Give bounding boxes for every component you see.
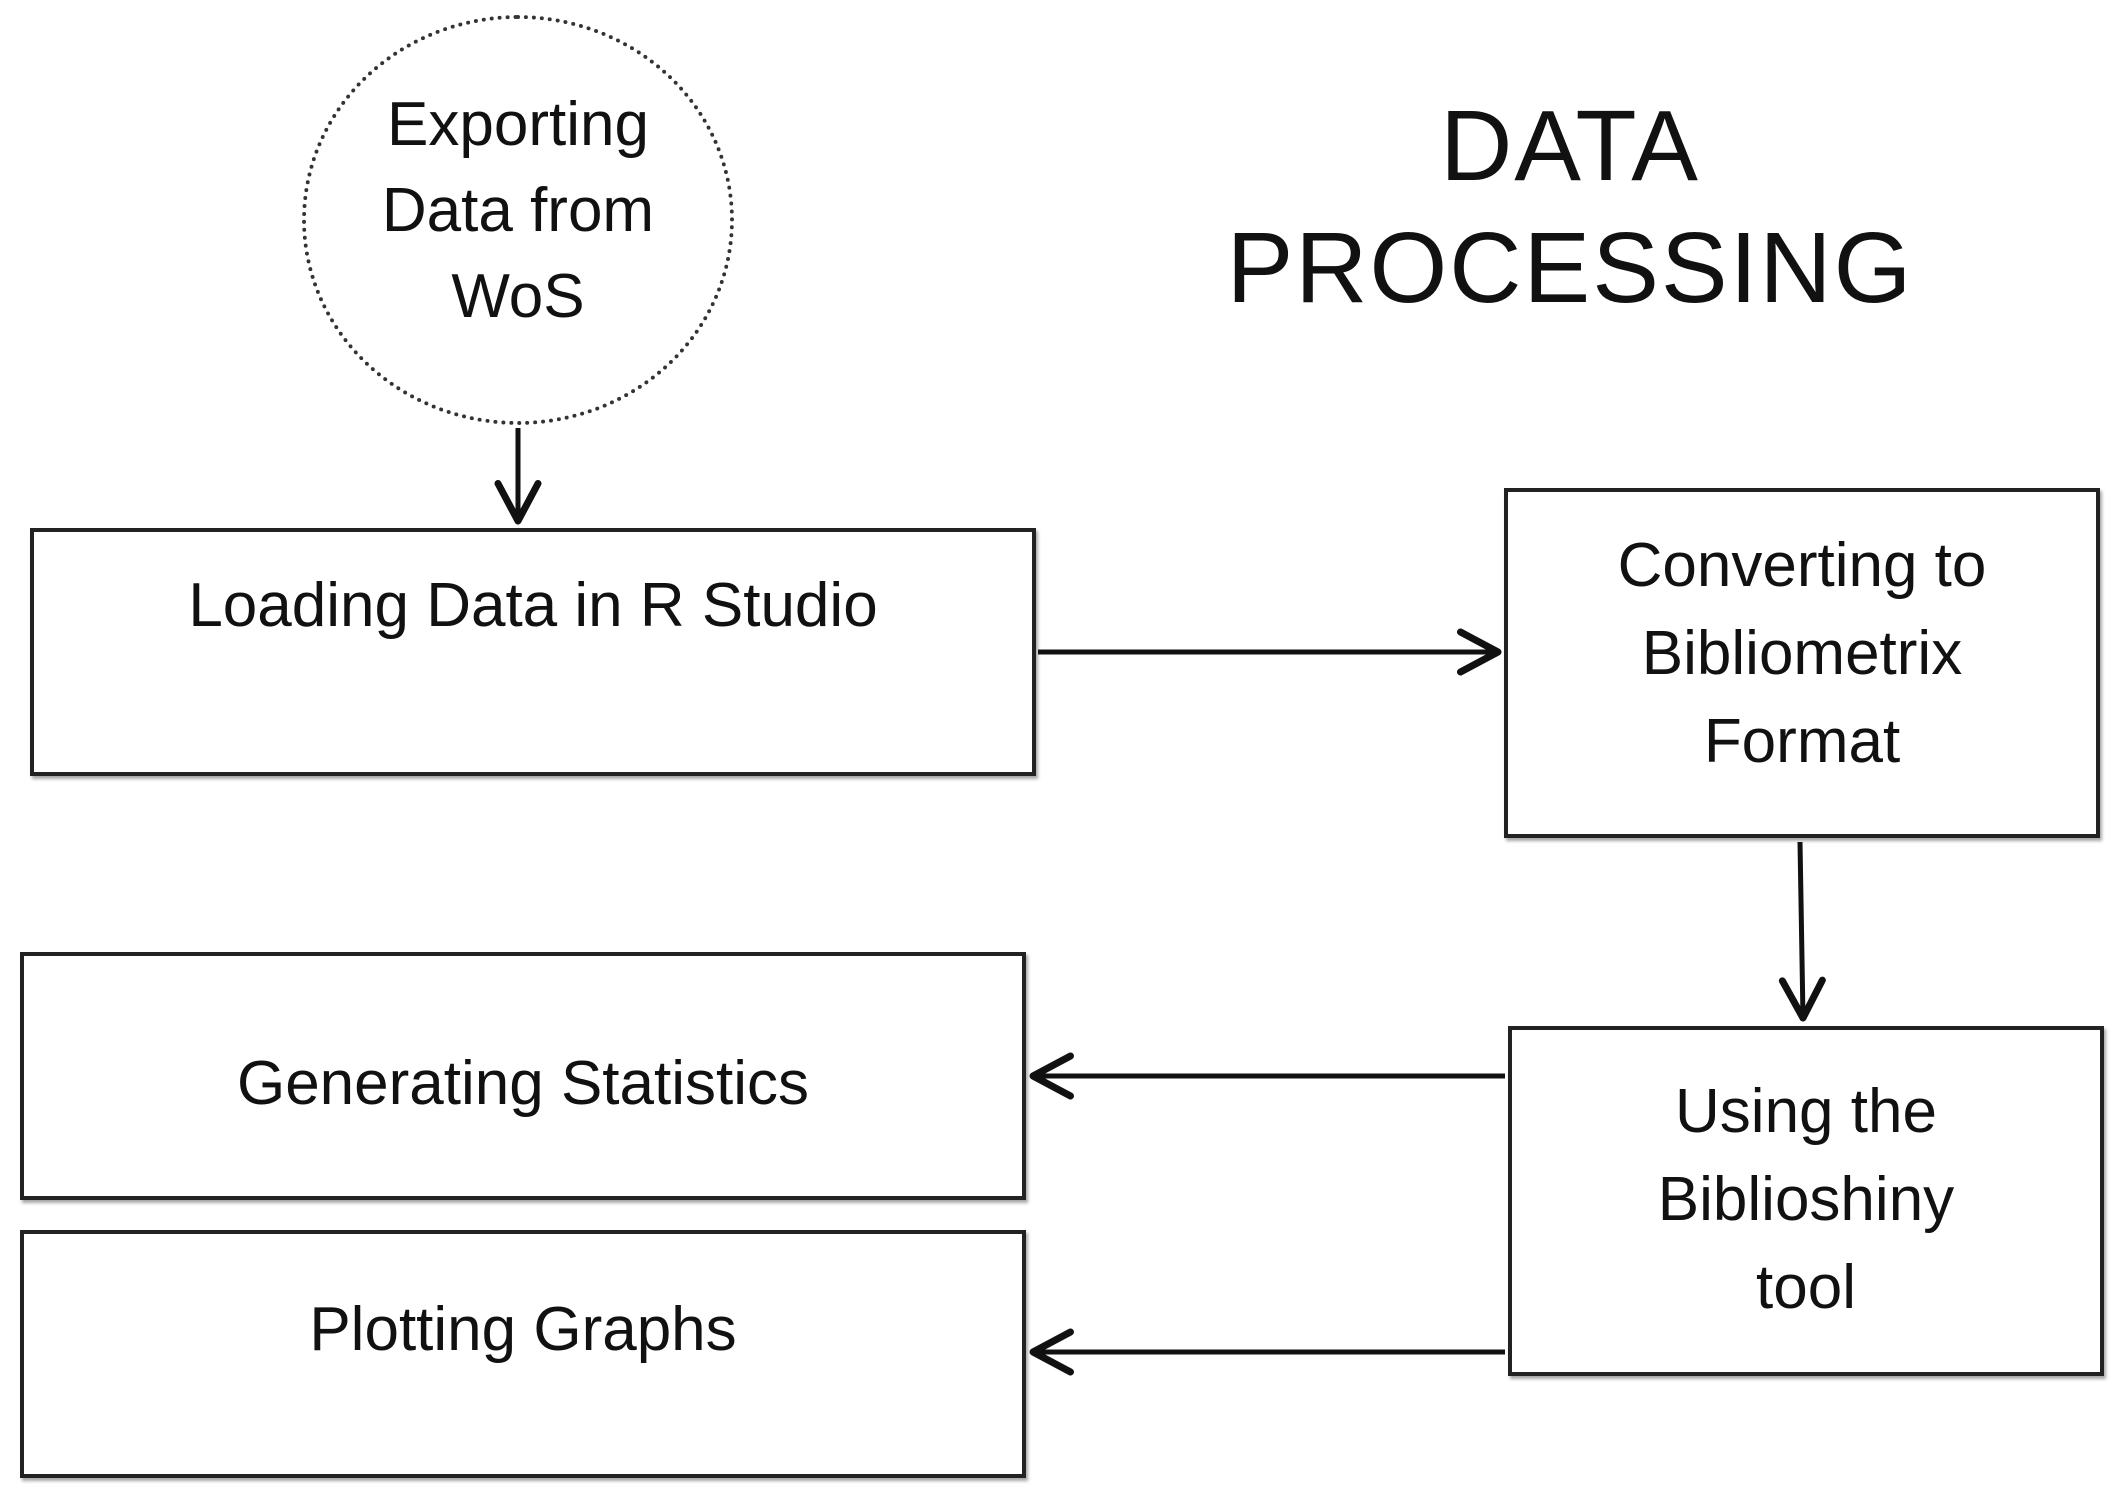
node-converting-format: Converting to Bibliometrix Format — [1504, 488, 2100, 838]
node-exporting-data-label: Exporting Data from WoS — [381, 90, 655, 331]
node-converting-format-label: Converting to Bibliometrix Format — [1617, 531, 1987, 776]
diagram-title: DATA PROCESSING — [1226, 90, 1914, 324]
node-using-biblioshiny-label: Using the Biblioshiny tool — [1657, 1077, 1955, 1322]
node-loading-data-label: Loading Data in R Studio — [188, 571, 878, 640]
node-exporting-data: Exporting Data from WoS — [302, 15, 734, 425]
node-plotting-graphs-label: Plotting Graphs — [309, 1295, 737, 1364]
node-generating-statistics: Generating Statistics — [20, 952, 1026, 1200]
arrow-convert-to-using — [1778, 841, 1826, 1022]
node-using-biblioshiny: Using the Biblioshiny tool — [1508, 1026, 2104, 1376]
node-generating-statistics-label: Generating Statistics — [236, 1049, 810, 1118]
node-loading-data: Loading Data in R Studio — [30, 528, 1036, 776]
node-plotting-graphs: Plotting Graphs — [20, 1230, 1026, 1478]
